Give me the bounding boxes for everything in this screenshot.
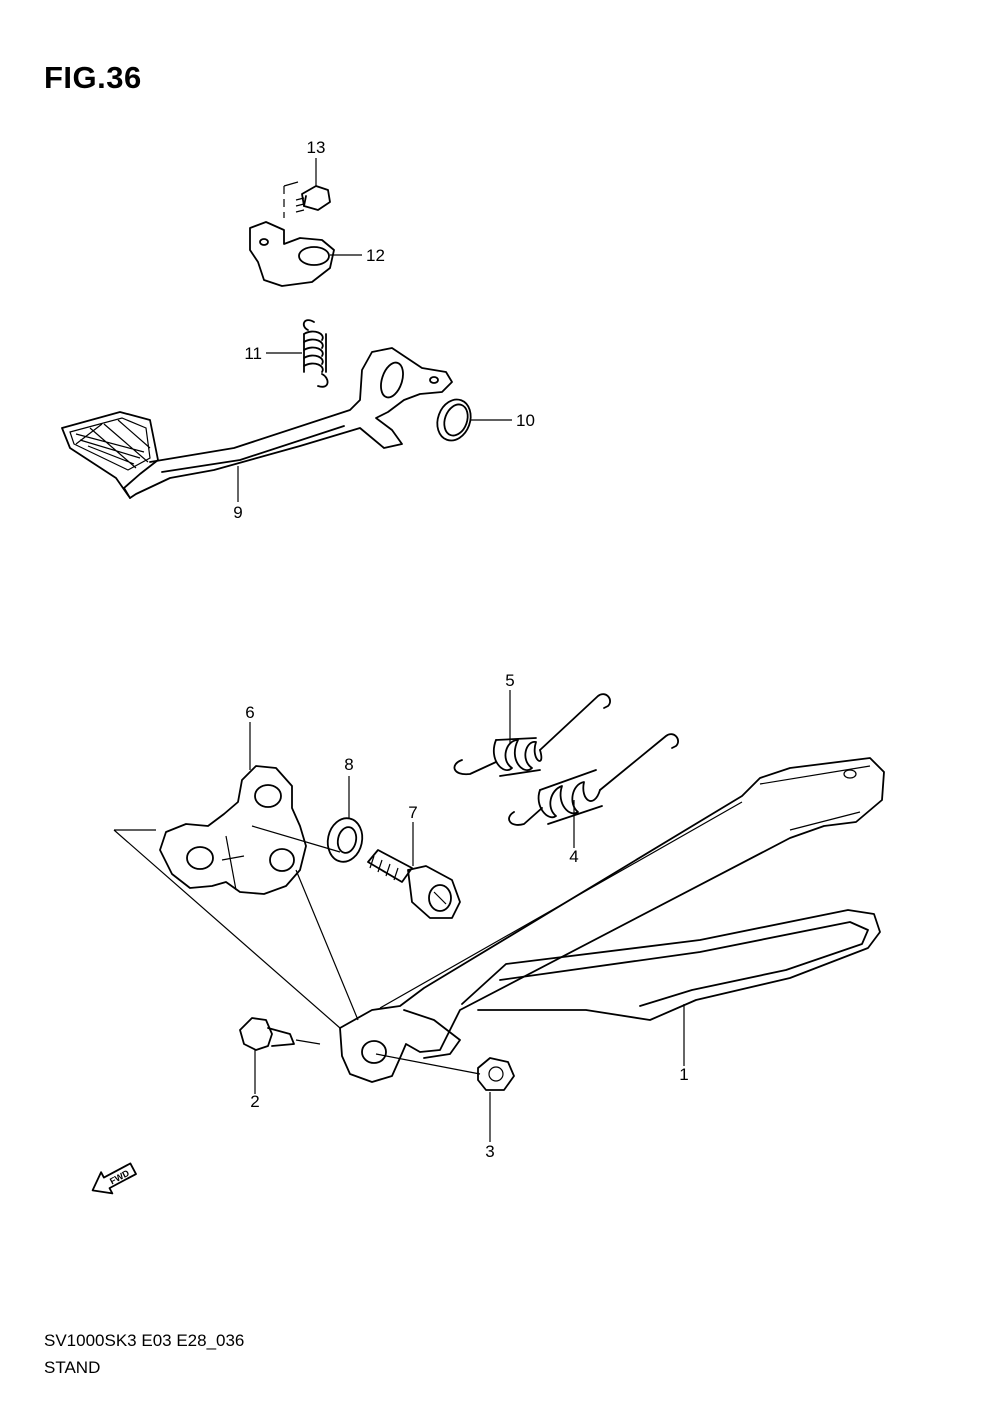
callout-2: 2 [250,1092,259,1111]
part-2-bolt [239,1017,295,1051]
assembly-line-b [295,869,359,1021]
assembly-line-a [113,829,341,1029]
callout-11: 11 [244,344,262,363]
assembly-line-e [251,825,341,853]
part-10-washer [436,398,472,442]
callout-7: 7 [408,803,417,822]
callout-1: 1 [679,1065,688,1084]
part-6-bracket [159,765,307,895]
part-1-stand [339,757,885,1083]
part-4-spring [508,733,679,826]
callout-10: 10 [516,411,535,430]
callout-13: 13 [307,138,326,157]
part-3-nut [477,1057,515,1091]
part-5-spring [453,693,611,777]
callout-12: 12 [366,246,385,265]
callout-9: 9 [233,503,242,522]
callout-8: 8 [344,755,353,774]
section-name: STAND [44,1358,101,1377]
part-11-spring [302,319,329,388]
callout-3: 3 [485,1142,494,1161]
callout-6: 6 [245,703,254,722]
callout-5: 5 [505,671,514,690]
part-7-bolt [367,849,461,919]
part-9-gearshift-lever [61,347,453,499]
model-code: SV1000SK3 E03 E28_036 [44,1331,245,1350]
fwd-arrow-icon: FWD [91,1162,137,1195]
part-12-bracket [249,221,335,287]
assembly-line-d [295,1039,321,1045]
assembly-line-c [375,1053,481,1075]
callout-4: 4 [569,847,578,866]
figure-title: FIG.36 [44,60,142,95]
part-8-washer [326,817,364,863]
part-13-bolt [283,181,331,218]
